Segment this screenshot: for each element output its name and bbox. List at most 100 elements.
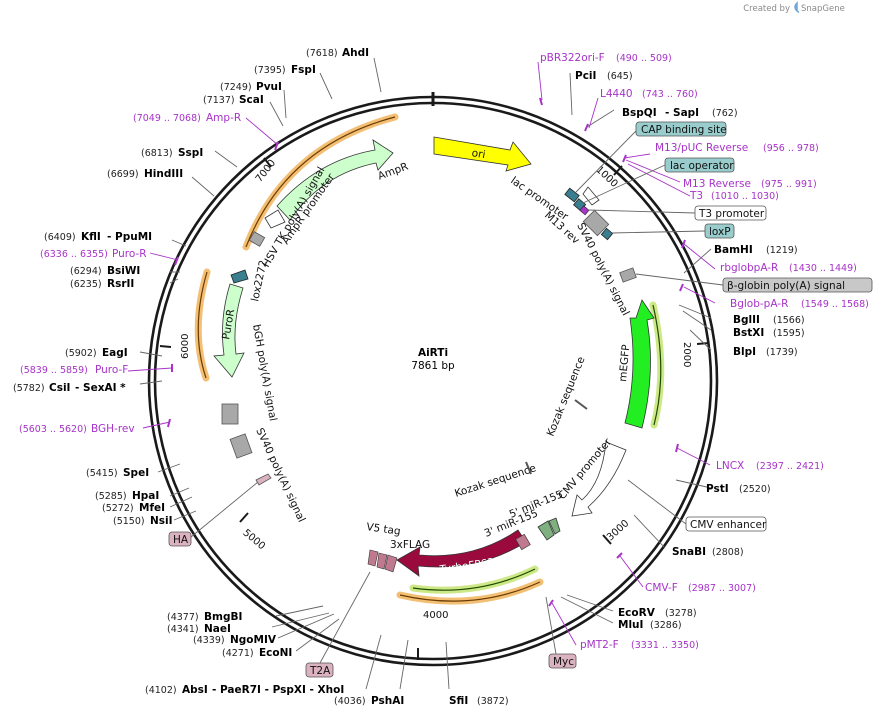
site-bsiwi[interactable]: BsiWI	[107, 265, 140, 277]
feature-cap-site[interactable]	[564, 187, 580, 203]
site-mfei[interactable]: MfeI	[139, 502, 165, 514]
feature-3xflag-3[interactable]	[384, 554, 398, 573]
site-nsii-pos: (5150)	[113, 516, 145, 527]
primer-cmv-f[interactable]: CMV-F	[645, 582, 678, 594]
box-ha[interactable]: HA	[168, 531, 192, 547]
site-bglii[interactable]: BglII	[733, 314, 760, 326]
primer-puro-r[interactable]: Puro-R	[112, 248, 147, 260]
feature-ampr-promoter[interactable]	[264, 209, 286, 229]
site-kfli[interactable]: KflI	[81, 231, 101, 243]
site-spei[interactable]: SpeI	[123, 467, 149, 479]
feature-sv40-polya-left[interactable]	[229, 433, 253, 459]
feature-ha[interactable]	[255, 473, 272, 486]
feature-t3-promoter[interactable]	[579, 205, 590, 216]
primer-puro-f[interactable]: Puro-F	[95, 364, 128, 376]
site-ahdi[interactable]: AhdI	[342, 47, 369, 59]
site-sfii[interactable]: SfiI	[449, 695, 468, 707]
site-naei[interactable]: NaeI	[204, 623, 231, 635]
feature-megfp[interactable]	[624, 299, 655, 429]
tick-4000: 4000	[423, 610, 448, 621]
box-loxp[interactable]: loxP	[704, 223, 735, 239]
site-ngomiv[interactable]: NgoMIV	[230, 634, 277, 646]
site-csii-extra[interactable]: - SexAI *	[75, 382, 126, 394]
primer-m13-puc-reverse[interactable]: M13/pUC Reverse	[655, 142, 748, 154]
site-bspqi-extra[interactable]: - SapI	[665, 107, 699, 119]
leader-lines	[139, 57, 712, 690]
feature-v5-label: V5 tag	[366, 521, 402, 538]
site-absi[interactable]: AbsI	[182, 684, 208, 696]
feature-cmv-promoter[interactable]	[571, 441, 627, 517]
site-blpi[interactable]: BlpI	[733, 346, 756, 358]
feature-lac-promoter-label: lac promoter	[508, 175, 570, 224]
site-pshai-pos: (4036)	[334, 696, 366, 707]
site-ecorv[interactable]: EcoRV	[618, 607, 656, 619]
box-loxp-label: loxP	[709, 226, 731, 238]
box-cmv-enhancer[interactable]: CMV enhancer	[685, 516, 767, 532]
box-cap-binding-site[interactable]: CAP binding site	[635, 121, 727, 137]
feature-3xflag-label: 3xFLAG	[390, 539, 430, 551]
feature-hsvtk-polya[interactable]	[248, 231, 266, 247]
site-bmgbi[interactable]: BmgBI	[204, 611, 242, 623]
feature-turbofp635[interactable]	[396, 529, 527, 577]
primer-line-puro	[197, 271, 208, 379]
box-beta-globin-polya[interactable]: β-globin poly(A) signal	[722, 277, 873, 293]
site-econi[interactable]: EcoNI	[259, 647, 292, 659]
feature-puror[interactable]	[213, 283, 245, 378]
box-t3-promoter[interactable]: T3 promoter	[694, 205, 767, 221]
primer-l4440[interactable]: L4440	[600, 88, 633, 100]
site-bspqi[interactable]: BspQI	[622, 107, 657, 119]
site-pcii[interactable]: PciI	[575, 70, 596, 82]
feature-bglobin-polya[interactable]	[619, 267, 637, 283]
feature-ampr[interactable]	[276, 139, 394, 221]
primer-t3[interactable]: T3	[689, 190, 703, 202]
site-psti[interactable]: PstI	[706, 483, 729, 495]
site-rsrii[interactable]: RsrII	[107, 278, 134, 290]
primer-lncx-range: (2397 .. 2421)	[756, 461, 824, 472]
primer-puro-r-range: (6336 .. 6355)	[40, 249, 108, 260]
primer-bglob-pa-r[interactable]: Bglob-pA-R	[730, 298, 788, 310]
site-absi-extra[interactable]: - PaeR7I - PspXI - XhoI	[212, 684, 344, 696]
scale-ticks	[159, 157, 710, 660]
feature-bgh-polya[interactable]	[221, 403, 239, 425]
site-fspi[interactable]: FspI	[291, 64, 316, 76]
site-mlui[interactable]: MluI	[618, 619, 643, 631]
primer-bgh-rev[interactable]: BGH-rev	[91, 423, 135, 435]
feature-lox2272[interactable]	[230, 269, 249, 284]
box-lac-operator[interactable]: lac operator	[664, 157, 735, 173]
feature-loxp[interactable]	[600, 227, 614, 241]
feature-ori[interactable]	[433, 136, 532, 172]
feature-mir155-5[interactable]	[537, 520, 555, 541]
site-kfli-extra[interactable]: - PpuMI	[107, 231, 152, 243]
site-csii[interactable]: CsiI	[49, 382, 70, 394]
site-scai[interactable]: ScaI	[239, 94, 264, 106]
site-eagi[interactable]: EagI	[102, 347, 128, 359]
feature-lac-promoter[interactable]	[582, 186, 600, 206]
primer-amp-r[interactable]: Amp-R	[206, 112, 241, 124]
site-pshai[interactable]: PshAI	[371, 695, 404, 707]
feature-3xflag-1[interactable]	[367, 549, 379, 567]
watermark-brand: SnapGene	[801, 4, 845, 14]
box-myc[interactable]: Myc	[548, 653, 577, 669]
site-bstxi[interactable]: BstXI	[733, 327, 764, 339]
feature-sv40-polya-right-box[interactable]	[582, 209, 610, 237]
primer-pmt2-f[interactable]: pMT2-F	[580, 639, 619, 651]
box-cmv-enhancer-label: CMV enhancer	[690, 519, 767, 531]
primer-rbglobpa-r[interactable]: rbglobpA-R	[720, 262, 778, 274]
site-pvui-pos: (7249)	[220, 82, 252, 93]
site-hindiii[interactable]: HindIII	[144, 168, 183, 180]
primer-lncx[interactable]: LNCX	[716, 460, 744, 472]
site-hpai[interactable]: HpaI	[132, 490, 159, 502]
feature-3xflag-2[interactable]	[376, 552, 388, 570]
site-pvui[interactable]: PvuI	[256, 81, 282, 93]
site-snabi[interactable]: SnaBI	[672, 546, 706, 558]
site-psti-pos: (2520)	[739, 484, 771, 495]
primer-m13-reverse[interactable]: M13 Reverse	[683, 178, 751, 190]
box-t2a-label: T2A	[309, 665, 331, 677]
box-t2a[interactable]: T2A	[305, 662, 334, 678]
site-sspi[interactable]: SspI	[178, 147, 203, 159]
feature-mir155-3[interactable]	[548, 517, 561, 535]
primer-pbr322ori-f[interactable]: pBR322ori-F	[540, 52, 605, 64]
site-nsii[interactable]: NsiI	[150, 515, 173, 527]
site-bamhi[interactable]: BamHI	[714, 244, 753, 256]
feature-kozak-1-label: Kozak sequence	[545, 355, 588, 438]
